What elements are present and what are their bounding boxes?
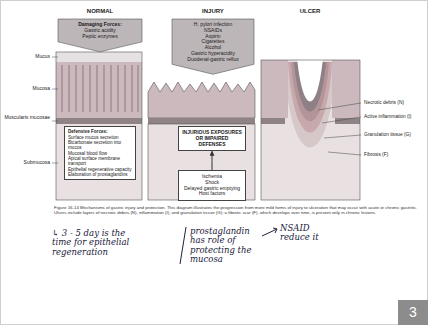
node-text: Apical surface membrane transport: [68, 156, 132, 167]
node-text: Surface mucus secretion: [68, 135, 132, 140]
injured-wall: [148, 82, 255, 200]
layer-name: Necrotic debris (N): [364, 100, 426, 106]
heading-text: Damaging Forces:: [62, 22, 138, 28]
factor-box: IschemiaShockDelayed gastric emptyingHos…: [178, 170, 246, 201]
layer-name: Muscularis mucosae: [2, 115, 50, 121]
node-text: INJURIOUS EXPOSURES OR IMPAIRED DEFENSES: [182, 130, 242, 147]
node-text: Duodenal-gastric reflux: [176, 57, 250, 63]
node-text: 3: [409, 304, 417, 320]
normal-wall: [56, 52, 142, 200]
layer-name: Active inflammation (I): [364, 114, 426, 120]
node-text: Elaboration of prostaglandins: [68, 172, 132, 177]
ulcer-wall: [261, 58, 360, 200]
process-box: INJURIOUS EXPOSURES OR IMPAIRED DEFENSES: [178, 126, 246, 151]
arrow-shape: [172, 19, 254, 74]
arrow-shape: [58, 19, 142, 52]
injury-arrow: H. pylori infectionNSAIDsAspirinCigarett…: [172, 19, 254, 74]
column-title: ULCER: [270, 8, 350, 15]
node-text: Mucosal blood flow: [68, 151, 132, 156]
column-title: INJURY: [170, 8, 256, 15]
handwritten-note: NSAID reduce it: [280, 224, 328, 243]
node-text: Epithelial regenerative capacity: [68, 167, 132, 172]
node-text: Host factors: [182, 191, 242, 197]
layer-name: Fibrosis (F): [364, 152, 426, 158]
slide-number: 3: [398, 300, 428, 325]
connector-arrow: [212, 151, 213, 170]
defense-box: Defensive Forces:Surface mucus secretion…: [64, 126, 136, 180]
node-text: Bicarbonate secretion into mucus: [68, 140, 132, 151]
handwritten-note: ↳ 3 - 5 day is the time for epithelial r…: [52, 229, 136, 257]
layer-name: Submucosa: [2, 160, 50, 166]
node-text: Peptic enzymes: [62, 34, 138, 40]
handwritten-note: prostaglandin has role of protecting the…: [190, 227, 262, 264]
layer-name: Granulation tissue (G): [364, 132, 426, 138]
column-title: NORMAL: [58, 8, 142, 15]
heading-text: Defensive Forces:: [68, 129, 132, 134]
layer-name: Mucus: [2, 54, 50, 60]
pen-strokes: [180, 227, 277, 264]
figure-caption: Figure 16-14 Mechanisms of gastric injur…: [54, 205, 422, 215]
force-arrow: Damaging Forces:Gastric acidityPeptic en…: [58, 19, 142, 52]
layer-name: Mucosa: [2, 86, 50, 92]
